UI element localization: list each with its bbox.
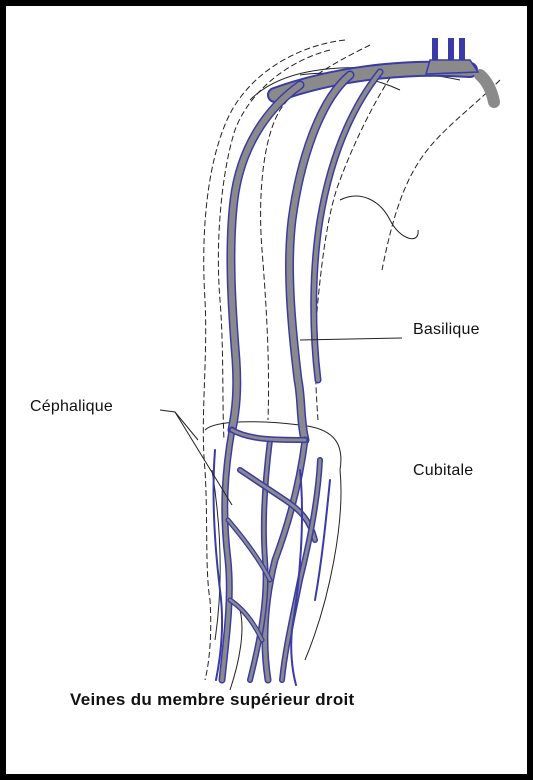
leader-lines: [160, 338, 402, 505]
label-cephalique: Céphalique: [30, 398, 113, 416]
basilic-vein: [290, 72, 380, 440]
arm-outline: [203, 40, 500, 680]
subclavian-vein: [275, 38, 494, 102]
label-basilique: Basilique: [413, 321, 480, 339]
forearm-veins: [214, 430, 330, 685]
figure-caption: Veines du membre supérieur droit: [70, 690, 470, 710]
label-cubitale: Cubitale: [413, 462, 473, 480]
